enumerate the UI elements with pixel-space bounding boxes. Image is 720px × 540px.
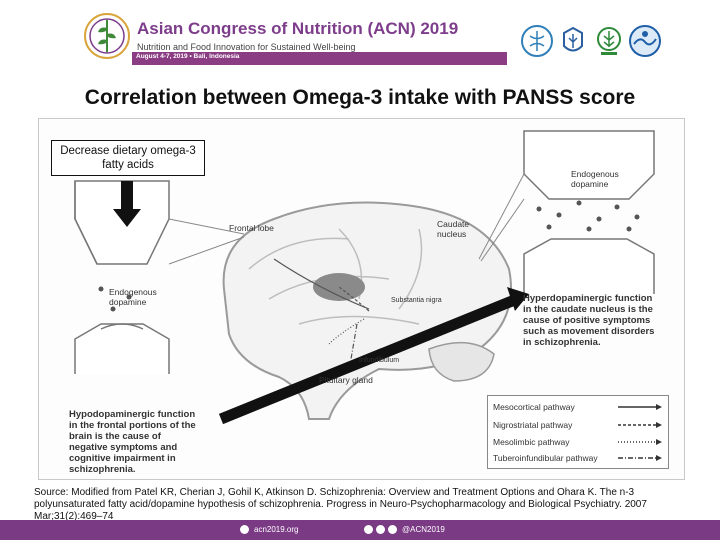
date-location: August 4-7, 2019 • Bali, Indonesia xyxy=(136,53,240,60)
legend-mesocortical: Mesocortical pathway xyxy=(493,402,575,412)
conference-subtitle: Nutrition and Food Innovation for Sustai… xyxy=(137,42,356,52)
slide-title: Correlation between Omega-3 intake with … xyxy=(84,86,636,109)
partner-logo-3-icon xyxy=(597,27,621,55)
source-citation: Source: Modified from Patel KR, Cherian … xyxy=(34,487,647,522)
footer: acn2019.org @ACN2019 xyxy=(0,520,720,540)
instagram-icon[interactable] xyxy=(388,525,397,534)
partner-logo-4-icon xyxy=(629,25,661,57)
pituitary-gland-label: Pituitary gland xyxy=(319,375,373,385)
substantia-nigra-label: Substantia nigra xyxy=(391,297,442,304)
legend-nigrostriatal: Nigrostriatal pathway xyxy=(493,420,573,430)
footer-social-handle[interactable]: @ACN2019 xyxy=(402,525,445,534)
infundibulum-label: Infundibulum xyxy=(359,357,400,364)
frontal-lobe-label: Frontal lobe xyxy=(229,223,274,233)
acn-logo-icon xyxy=(84,13,130,59)
partner-logo-2-icon xyxy=(563,26,583,52)
endogenous-dopamine-left-label: Endogenous dopamine xyxy=(109,287,157,307)
footer-website[interactable]: acn2019.org xyxy=(254,525,299,534)
header: Asian Congress of Nutrition (ACN) 2019 N… xyxy=(0,0,720,78)
date-bar: August 4-7, 2019 • Bali, Indonesia xyxy=(132,52,507,65)
omega3-callout: Decrease dietary omega-3 fatty acids xyxy=(51,140,205,176)
legend-arrows-icon xyxy=(618,404,662,461)
facebook-icon[interactable] xyxy=(364,525,373,534)
conference-title: Asian Congress of Nutrition (ACN) 2019 xyxy=(137,19,459,38)
hyperdopaminergic-text: Hyperdopaminergic function in the caudat… xyxy=(523,293,655,348)
partner-logo-1-icon xyxy=(521,25,553,57)
brain-diagram-icon xyxy=(74,130,655,425)
figure: Decrease dietary omega-3 fatty acids Fro… xyxy=(38,118,685,480)
caudate-nucleus-label: Caudate nucleus xyxy=(437,219,470,239)
legend-tuberoinfundibular: Tuberoinfundibular pathway xyxy=(493,453,598,463)
endogenous-dopamine-right-label: Endogenous dopamine xyxy=(571,169,619,189)
legend-mesolimbic: Mesolimbic pathway xyxy=(493,437,570,447)
pathway-legend: Mesocortical pathway Nigrostriatal pathw… xyxy=(487,395,669,469)
twitter-icon[interactable] xyxy=(376,525,385,534)
hypodopaminergic-text: Hypodopaminergic function in the frontal… xyxy=(69,409,196,475)
globe-icon xyxy=(240,525,249,534)
